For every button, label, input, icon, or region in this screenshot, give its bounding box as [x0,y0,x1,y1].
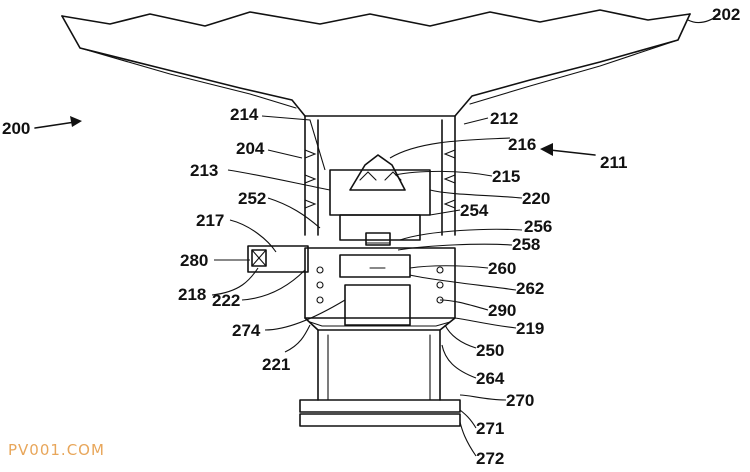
label-202: 202 [712,5,740,24]
label-221: 221 [262,355,290,374]
label-264: 264 [476,369,505,388]
label-212: 212 [490,109,518,128]
seal-ring [304,317,456,331]
label-258: 258 [512,235,540,254]
label-274: 274 [232,321,261,340]
label-213: 213 [190,161,218,180]
direction-arrows [34,116,596,156]
label-272: 272 [476,449,504,468]
label-220: 220 [522,189,550,208]
label-262: 262 [516,279,544,298]
label-218: 218 [178,285,206,304]
valve-body [329,154,431,246]
label-200: 200 [2,119,30,138]
basin-shape [61,9,691,117]
leader-lines [211,13,721,457]
lower-tube [317,329,441,401]
label-280: 280 [180,251,208,270]
label-250: 250 [476,341,504,360]
label-252: 252 [238,189,266,208]
label-290: 290 [488,301,516,320]
label-254: 254 [460,201,489,220]
label-219: 219 [516,319,544,338]
label-260: 260 [488,259,516,278]
label-214: 214 [230,105,259,124]
watermark: PV001.COM [8,441,105,459]
label-217: 217 [196,211,224,230]
label-256: 256 [524,217,552,236]
label-216: 216 [508,135,536,154]
side-fitting [247,245,309,273]
label-271: 271 [476,419,504,438]
label-211: 211 [600,153,627,172]
label-270: 270 [506,391,534,410]
reference-numerals: 202 200 212 214 216 211 204 213 215 220 … [2,5,740,468]
base-flange [299,399,461,427]
label-204: 204 [236,139,265,158]
housing-walls [304,115,456,236]
mid-housing [304,247,456,326]
label-215: 215 [492,167,520,186]
label-222: 222 [212,291,240,310]
